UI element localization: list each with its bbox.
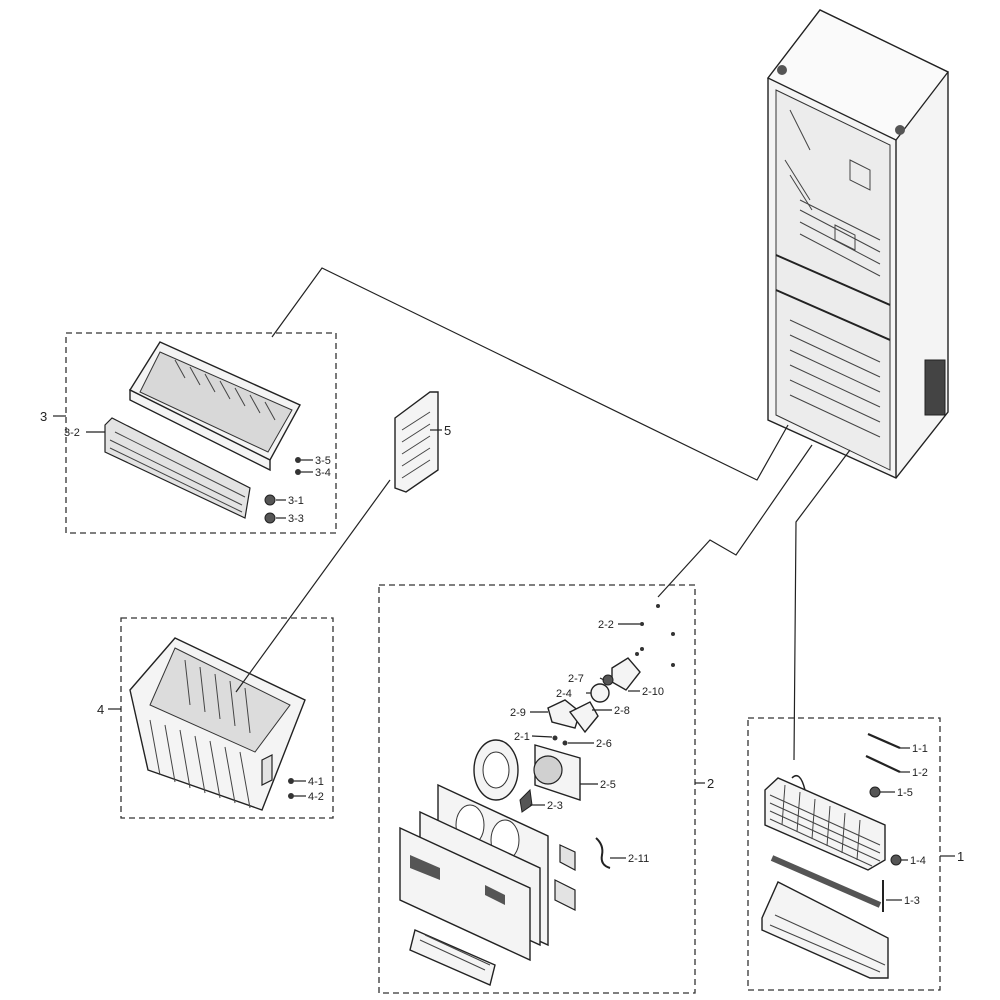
drawer-front-panel — [104, 417, 251, 519]
group-1-machine-compartment: 1-1 1-2 1-5 1-4 1-3 1 — [747, 717, 964, 991]
label-2-9: 2-9 — [510, 707, 526, 719]
condenser-assembly — [764, 777, 886, 871]
label-1-3: 1-3 — [904, 895, 920, 907]
fan-blade — [519, 788, 533, 813]
label-2-7: 2-7 — [568, 673, 584, 685]
label-1-1: 1-1 — [912, 743, 928, 755]
label-4-1: 4-1 — [308, 776, 324, 788]
label-2-6: 2-6 — [596, 738, 612, 750]
group-3-drawer: 3 3-2 3-5 3-4 3-1 3-3 — [40, 332, 337, 534]
bottom-vent — [409, 929, 496, 986]
label-group-2: 2 — [707, 776, 714, 791]
label-3-4: 3-4 — [315, 467, 331, 479]
evaporator-panel — [399, 826, 531, 962]
label-3-5: 3-5 — [315, 455, 331, 467]
base-cover — [761, 881, 889, 979]
leader-group-3 — [271, 267, 789, 481]
refrigerator-cabinet — [766, 9, 950, 479]
label-4-2: 4-2 — [308, 791, 324, 803]
group-2-box — [378, 584, 696, 994]
group-3-box — [65, 332, 337, 534]
label-2-4: 2-4 — [556, 688, 572, 700]
label-2-1: 2-1 — [514, 731, 530, 743]
label-group-5: 5 — [444, 423, 451, 438]
wire-harness — [595, 837, 611, 869]
fan-motor — [590, 683, 610, 703]
label-2-11: 2-11 — [628, 853, 649, 865]
label-2-2: 2-2 — [598, 619, 614, 631]
label-2-3: 2-3 — [547, 800, 563, 812]
motor-bracket — [611, 657, 641, 691]
group-2-fan-assembly: 2-2 2-7 2-4 2-10 2-8 2-9 2-1 2-6 2-5 2-3… — [378, 584, 714, 994]
label-3-2: 3-2 — [64, 427, 80, 439]
group-4-box — [120, 617, 334, 819]
label-1-2: 1-2 — [912, 767, 928, 779]
label-1-5: 1-5 — [897, 787, 913, 799]
label-group-1: 1 — [957, 849, 964, 864]
label-group-3: 3 — [40, 409, 47, 424]
label-1-4: 1-4 — [910, 855, 926, 867]
leader-group-1 — [793, 449, 851, 761]
label-2-5: 2-5 — [600, 779, 616, 791]
drain-tube — [770, 855, 882, 908]
label-3-1: 3-1 — [288, 495, 304, 507]
leader-group-4 — [235, 479, 391, 693]
label-2-10: 2-10 — [642, 686, 664, 698]
label-3-3: 3-3 — [288, 513, 304, 525]
divider-part — [394, 391, 439, 493]
leader-group-2 — [657, 444, 813, 598]
label-2-8: 2-8 — [614, 705, 630, 717]
group-4-basket: 4 4-1 4-2 — [97, 617, 334, 819]
label-group-4: 4 — [97, 702, 104, 717]
group-1-box — [747, 717, 941, 991]
assembly-leader-lines — [235, 267, 851, 761]
group-5-divider: 5 — [394, 391, 451, 493]
